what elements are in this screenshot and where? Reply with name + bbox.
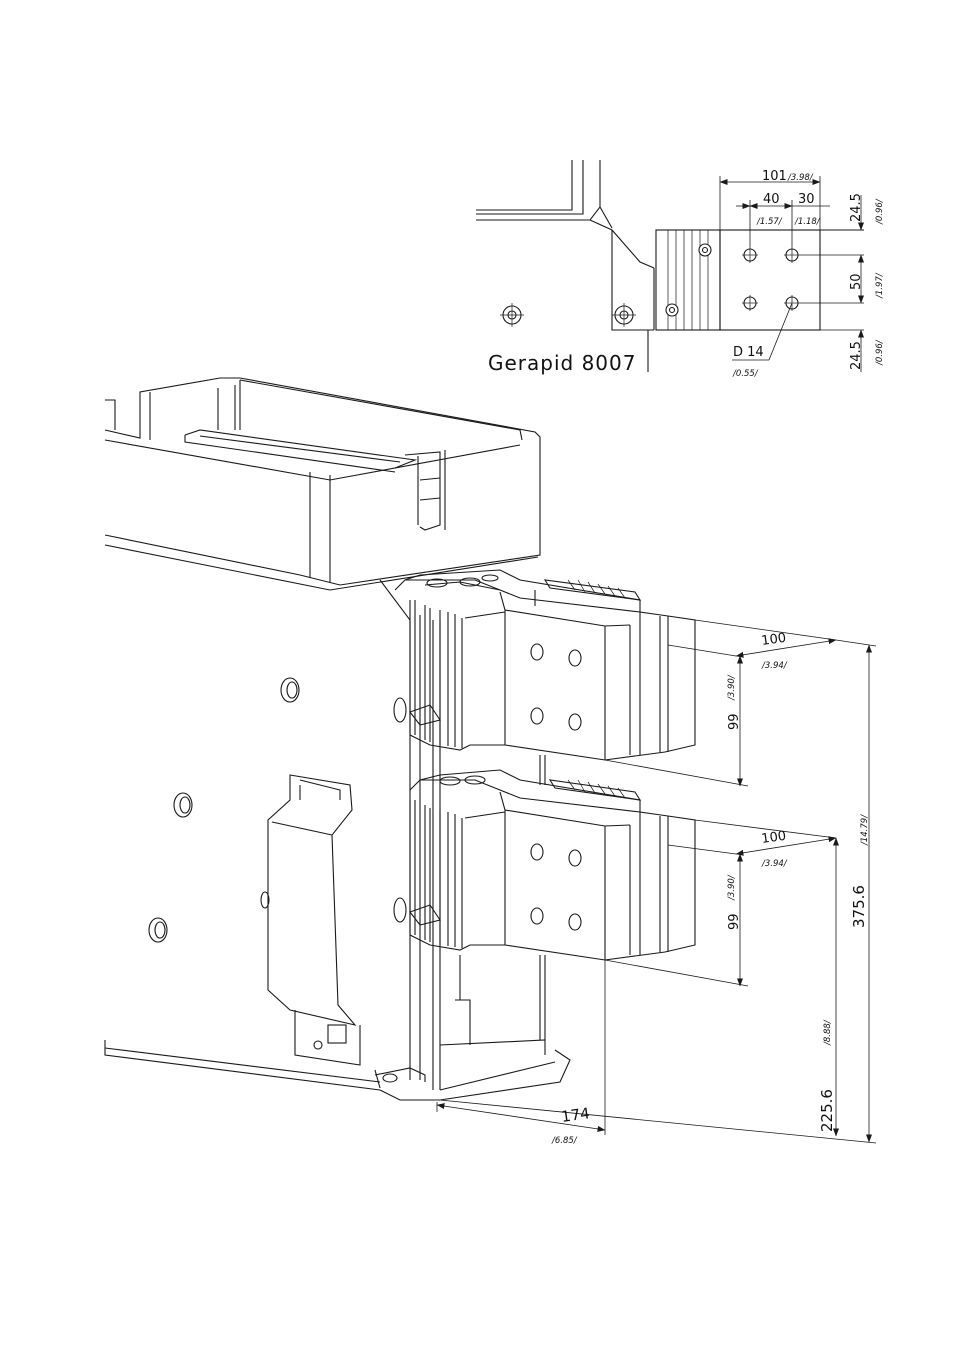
dim-24-5-top: 24.5: [849, 193, 864, 222]
dim-50-inch: /1.97/: [875, 272, 885, 299]
terminal-hole: [784, 247, 800, 263]
dim-24-5-bottom-inch: /0.96/: [875, 339, 885, 366]
mounting-hole: [500, 303, 524, 327]
dim-24-5-bottom: 24.5: [849, 341, 864, 370]
lower-terminal: [394, 770, 695, 960]
dim-24-5-top-inch: /0.96/: [875, 198, 885, 225]
dim-30-inch: /1.18/: [794, 217, 821, 227]
hole-diameter: D 14: [733, 345, 764, 360]
terminal-hole: [742, 247, 758, 263]
upper-depth-dim: 100: [760, 631, 787, 649]
dim-101: 101: [762, 169, 787, 184]
terminal-hole: [742, 295, 758, 311]
main-dimensions: 100 /3.94/ 99 /3.90/ 100 /3.94/ 99 /3.90…: [437, 620, 876, 1146]
upper-height-dim: 99: [727, 713, 742, 730]
drawing-title: Gerapid 8007: [488, 351, 636, 375]
lower-height-dim-inch: /3.90/: [727, 874, 737, 901]
lower-offset-dim-inch: /8.88/: [823, 1019, 833, 1046]
dim-40-inch: /1.57/: [756, 217, 783, 227]
dim-101-inch: /3.98/: [787, 173, 814, 183]
lower-offset-dim: 225.6: [818, 1089, 836, 1132]
dim-50: 50: [849, 273, 864, 290]
hole-diameter-inch: /0.55/: [732, 369, 759, 379]
dim-30: 30: [798, 192, 815, 207]
upper-height-dim-inch: /3.90/: [727, 674, 737, 701]
mounting-hole: [612, 303, 636, 327]
dim-40: 40: [763, 192, 780, 207]
side-offset-dim-inch: /6.85/: [551, 1136, 578, 1146]
lower-depth-dim: 100: [760, 829, 787, 847]
upper-depth-dim-inch: /3.94/: [761, 661, 788, 671]
lower-depth-dim-inch: /3.94/: [761, 859, 788, 869]
upper-terminal: [394, 570, 695, 760]
total-height-dim: 375.6: [850, 885, 868, 928]
total-height-dim-inch: /14.79/: [860, 814, 870, 846]
terminal-detail-view: 101 /3.98/ 40 30 /1.57/ /1.18/ 24.5 /0.9…: [476, 160, 885, 379]
lower-height-dim: 99: [727, 913, 742, 930]
breaker-isometric-view: [105, 378, 695, 1100]
side-offset-dim: 174: [560, 1104, 591, 1126]
